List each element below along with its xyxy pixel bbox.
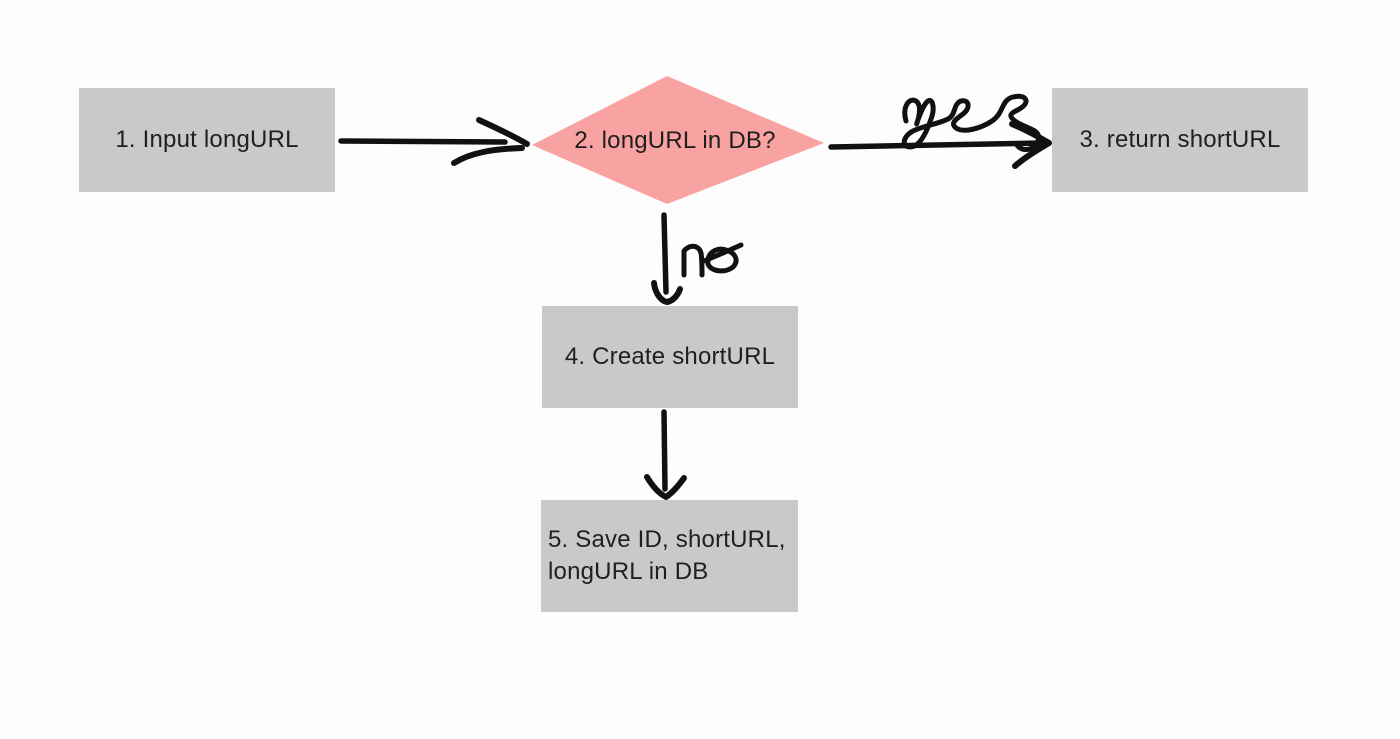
arrow-shaft (828, 140, 1046, 150)
arrow-decision-to-create (651, 212, 683, 305)
node-save-to-db: 5. Save ID, shortURL, longURL in DB (541, 500, 798, 612)
node-label-line2: longURL in DB (548, 558, 709, 585)
node-label: 1. Input longURL (115, 126, 299, 153)
node-create-shorturl: 4. Create shortURL (542, 306, 798, 408)
label-yes-handwritten (901, 93, 1042, 152)
node-label-line1: 5. Save ID, shortURL, (548, 526, 786, 553)
arrow-shaft (661, 409, 668, 492)
node-label: 4. Create shortURL (564, 343, 776, 370)
node-label: 2. longURL in DB? (574, 127, 776, 154)
node-label: 3. return shortURL (1079, 126, 1281, 153)
arrowhead (1009, 121, 1052, 169)
arrowhead (476, 117, 530, 147)
arrowhead (644, 474, 687, 500)
arrow-create-to-save (644, 409, 687, 500)
arrowhead-swoosh (451, 145, 525, 166)
no-glyph-o (705, 246, 739, 274)
decision-diamond-shape (532, 76, 824, 204)
node-input-longurl: 1. Input longURL (79, 88, 335, 192)
node-longurl-in-db-decision: 2. longURL in DB? (530, 76, 820, 206)
no-glyph-slash (701, 242, 744, 264)
label-no-handwritten (681, 242, 744, 278)
yes-glyph (901, 93, 1042, 152)
arrow-shaft (661, 212, 669, 295)
no-glyph-n (681, 243, 705, 278)
arrow-decision-to-return (828, 121, 1052, 169)
node-return-shorturl: 3. return shortURL (1052, 88, 1308, 192)
arrow-input-to-decision (338, 117, 530, 166)
arrowhead (651, 280, 683, 305)
arrow-shaft (338, 138, 508, 145)
